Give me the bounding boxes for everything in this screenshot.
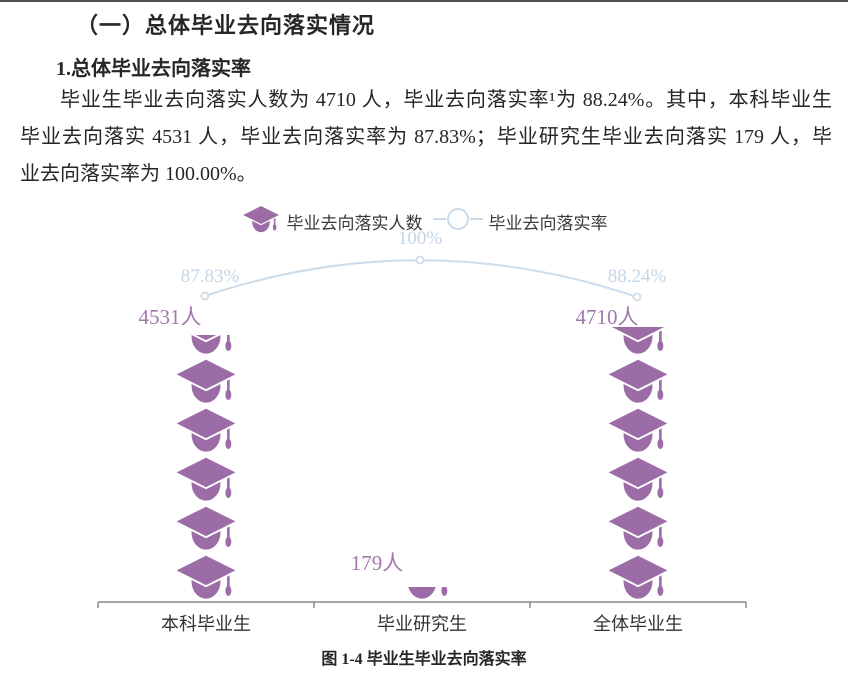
graduation-cap-icon bbox=[172, 504, 240, 551]
section-heading: （一）总体毕业去向落实情况 bbox=[76, 13, 376, 38]
graduation-cap-icon bbox=[604, 553, 672, 600]
sub-heading: 1.总体毕业去向落实率 bbox=[56, 58, 251, 80]
legend-label-rate: 毕业去向落实率 bbox=[488, 214, 608, 233]
graduation-cap-icon bbox=[172, 553, 240, 600]
cap-column-undergrad bbox=[172, 335, 240, 600]
graduation-cap-icon bbox=[604, 455, 672, 502]
rate-arc-and-axis bbox=[97, 255, 747, 608]
line-circle-marker-icon bbox=[432, 206, 483, 237]
graduation-cap-icon bbox=[604, 504, 672, 551]
figure-caption: 图 1-4 毕业生毕业去向落实率 bbox=[321, 651, 527, 668]
graduation-cap-icon bbox=[605, 327, 671, 355]
chart-legend: 毕业去向落实人数 毕业去向落实率 bbox=[0, 204, 848, 239]
employment-pictograph-chart: 毕业去向落实人数 毕业去向落实率 bbox=[0, 198, 848, 648]
graduation-cap-icon bbox=[604, 406, 672, 453]
category-label-graduate: 毕业研究生 bbox=[377, 614, 467, 634]
cap-column-graduate bbox=[389, 587, 455, 600]
body-paragraph: 毕业生毕业去向落实人数为 4710 人，毕业去向落实率¹为 88.24%。其中，… bbox=[20, 82, 832, 193]
count-label-overall: 4710人 bbox=[575, 305, 639, 329]
graduation-cap-icon bbox=[173, 335, 239, 355]
graduation-cap-icon bbox=[172, 357, 240, 404]
legend-item-rate: 毕业去向落实率 bbox=[432, 206, 608, 237]
legend-label-count: 毕业去向落实人数 bbox=[286, 214, 423, 233]
paragraph-line: 业去向落实率为 100.00%。 bbox=[20, 163, 257, 185]
graduation-cap-icon bbox=[172, 406, 240, 453]
graduation-cap-icon bbox=[389, 587, 455, 600]
rate-label-graduate: 100% bbox=[397, 228, 443, 249]
cap-column-overall bbox=[604, 327, 672, 600]
legend-item-count: 毕业去向落实人数 bbox=[239, 204, 423, 239]
count-label-graduate: 179人 bbox=[350, 551, 404, 575]
graduation-cap-icon bbox=[172, 455, 240, 502]
rate-label-undergrad: 87.83% bbox=[180, 266, 240, 287]
graduation-cap-icon bbox=[604, 357, 672, 404]
rate-label-overall: 88.24% bbox=[607, 266, 667, 287]
category-label-undergrad: 本科毕业生 bbox=[161, 614, 251, 634]
graduation-cap-icon bbox=[239, 204, 282, 239]
paragraph-line: 毕业去向落实 4531 人，毕业去向落实率为 87.83%；毕业研究生毕业去向落… bbox=[20, 126, 832, 148]
count-label-undergrad: 4531人 bbox=[138, 305, 202, 329]
category-label-overall: 全体毕业生 bbox=[593, 614, 683, 634]
page-top-rule bbox=[0, 0, 848, 2]
paragraph-line: 毕业生毕业去向落实人数为 4710 人，毕业去向落实率¹为 88.24%。其中，… bbox=[60, 89, 832, 111]
